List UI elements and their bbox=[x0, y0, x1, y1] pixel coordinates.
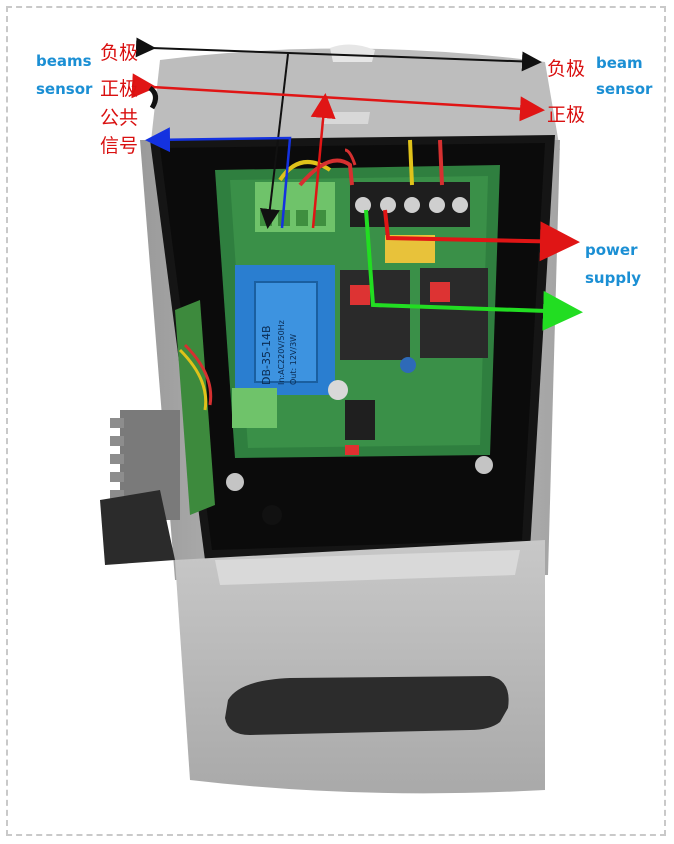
left-common-label: 公共 bbox=[100, 107, 139, 129]
common-hook bbox=[148, 85, 158, 110]
ic-chip bbox=[345, 400, 375, 440]
right-positive-label: 正极 bbox=[547, 104, 586, 126]
svg-text:DB-35-14B: DB-35-14B bbox=[260, 326, 273, 386]
red-switch bbox=[345, 445, 359, 455]
left-negative-label: 负极 bbox=[100, 42, 139, 64]
svg-text:Out: 12V/3W: Out: 12V/3W bbox=[289, 334, 298, 385]
photo-border bbox=[6, 6, 666, 836]
left-positive-label: 正极 bbox=[100, 78, 139, 100]
right-sensor-label-top: beam bbox=[596, 54, 643, 72]
power-red-arrow bbox=[383, 209, 580, 262]
transformer-label: DB-35-14B In:AC220V/50Hz Out: 12V/3W bbox=[260, 320, 298, 385]
left-sensor-label-top: beams bbox=[36, 52, 92, 70]
power-label-line2: supply bbox=[585, 269, 642, 287]
transformer bbox=[235, 265, 335, 395]
relay-2 bbox=[420, 268, 488, 358]
signal-arrow bbox=[145, 127, 292, 229]
power-label-line1: power bbox=[585, 241, 638, 259]
relay-1 bbox=[340, 270, 410, 360]
base-handle bbox=[225, 676, 509, 735]
green-connector bbox=[232, 388, 277, 428]
positive-up-arrow bbox=[310, 93, 336, 229]
right-negative-label: 负极 bbox=[547, 58, 586, 80]
release-knob bbox=[100, 490, 175, 565]
sensor-terminal-block bbox=[255, 182, 335, 232]
power-green-arrow bbox=[364, 209, 583, 331]
left-sensor-label-bottom: sensor bbox=[36, 80, 93, 98]
right-sensor-label-bottom: sensor bbox=[596, 80, 653, 98]
positive-line bbox=[131, 73, 545, 122]
negative-line bbox=[135, 37, 542, 72]
svg-text:In:AC220V/50Hz: In:AC220V/50Hz bbox=[277, 320, 286, 385]
left-signal-label: 信号 bbox=[100, 135, 139, 157]
power-terminal-block bbox=[350, 182, 470, 227]
